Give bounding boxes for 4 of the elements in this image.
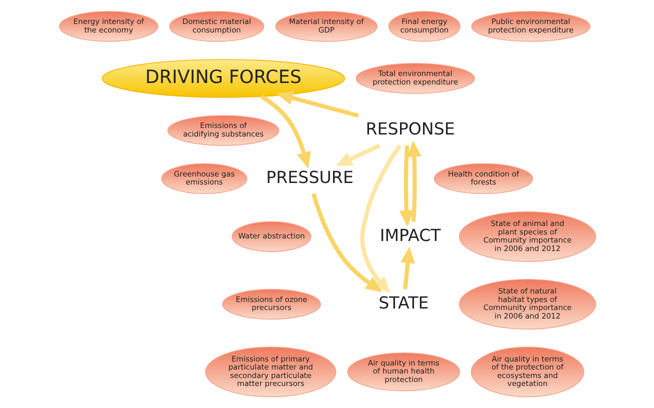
node-text: PRESSURE — [266, 168, 353, 187]
node-text: IMPACT — [379, 226, 440, 245]
node-text: STATE — [378, 293, 428, 312]
node-text: RESPONSE — [365, 120, 454, 139]
